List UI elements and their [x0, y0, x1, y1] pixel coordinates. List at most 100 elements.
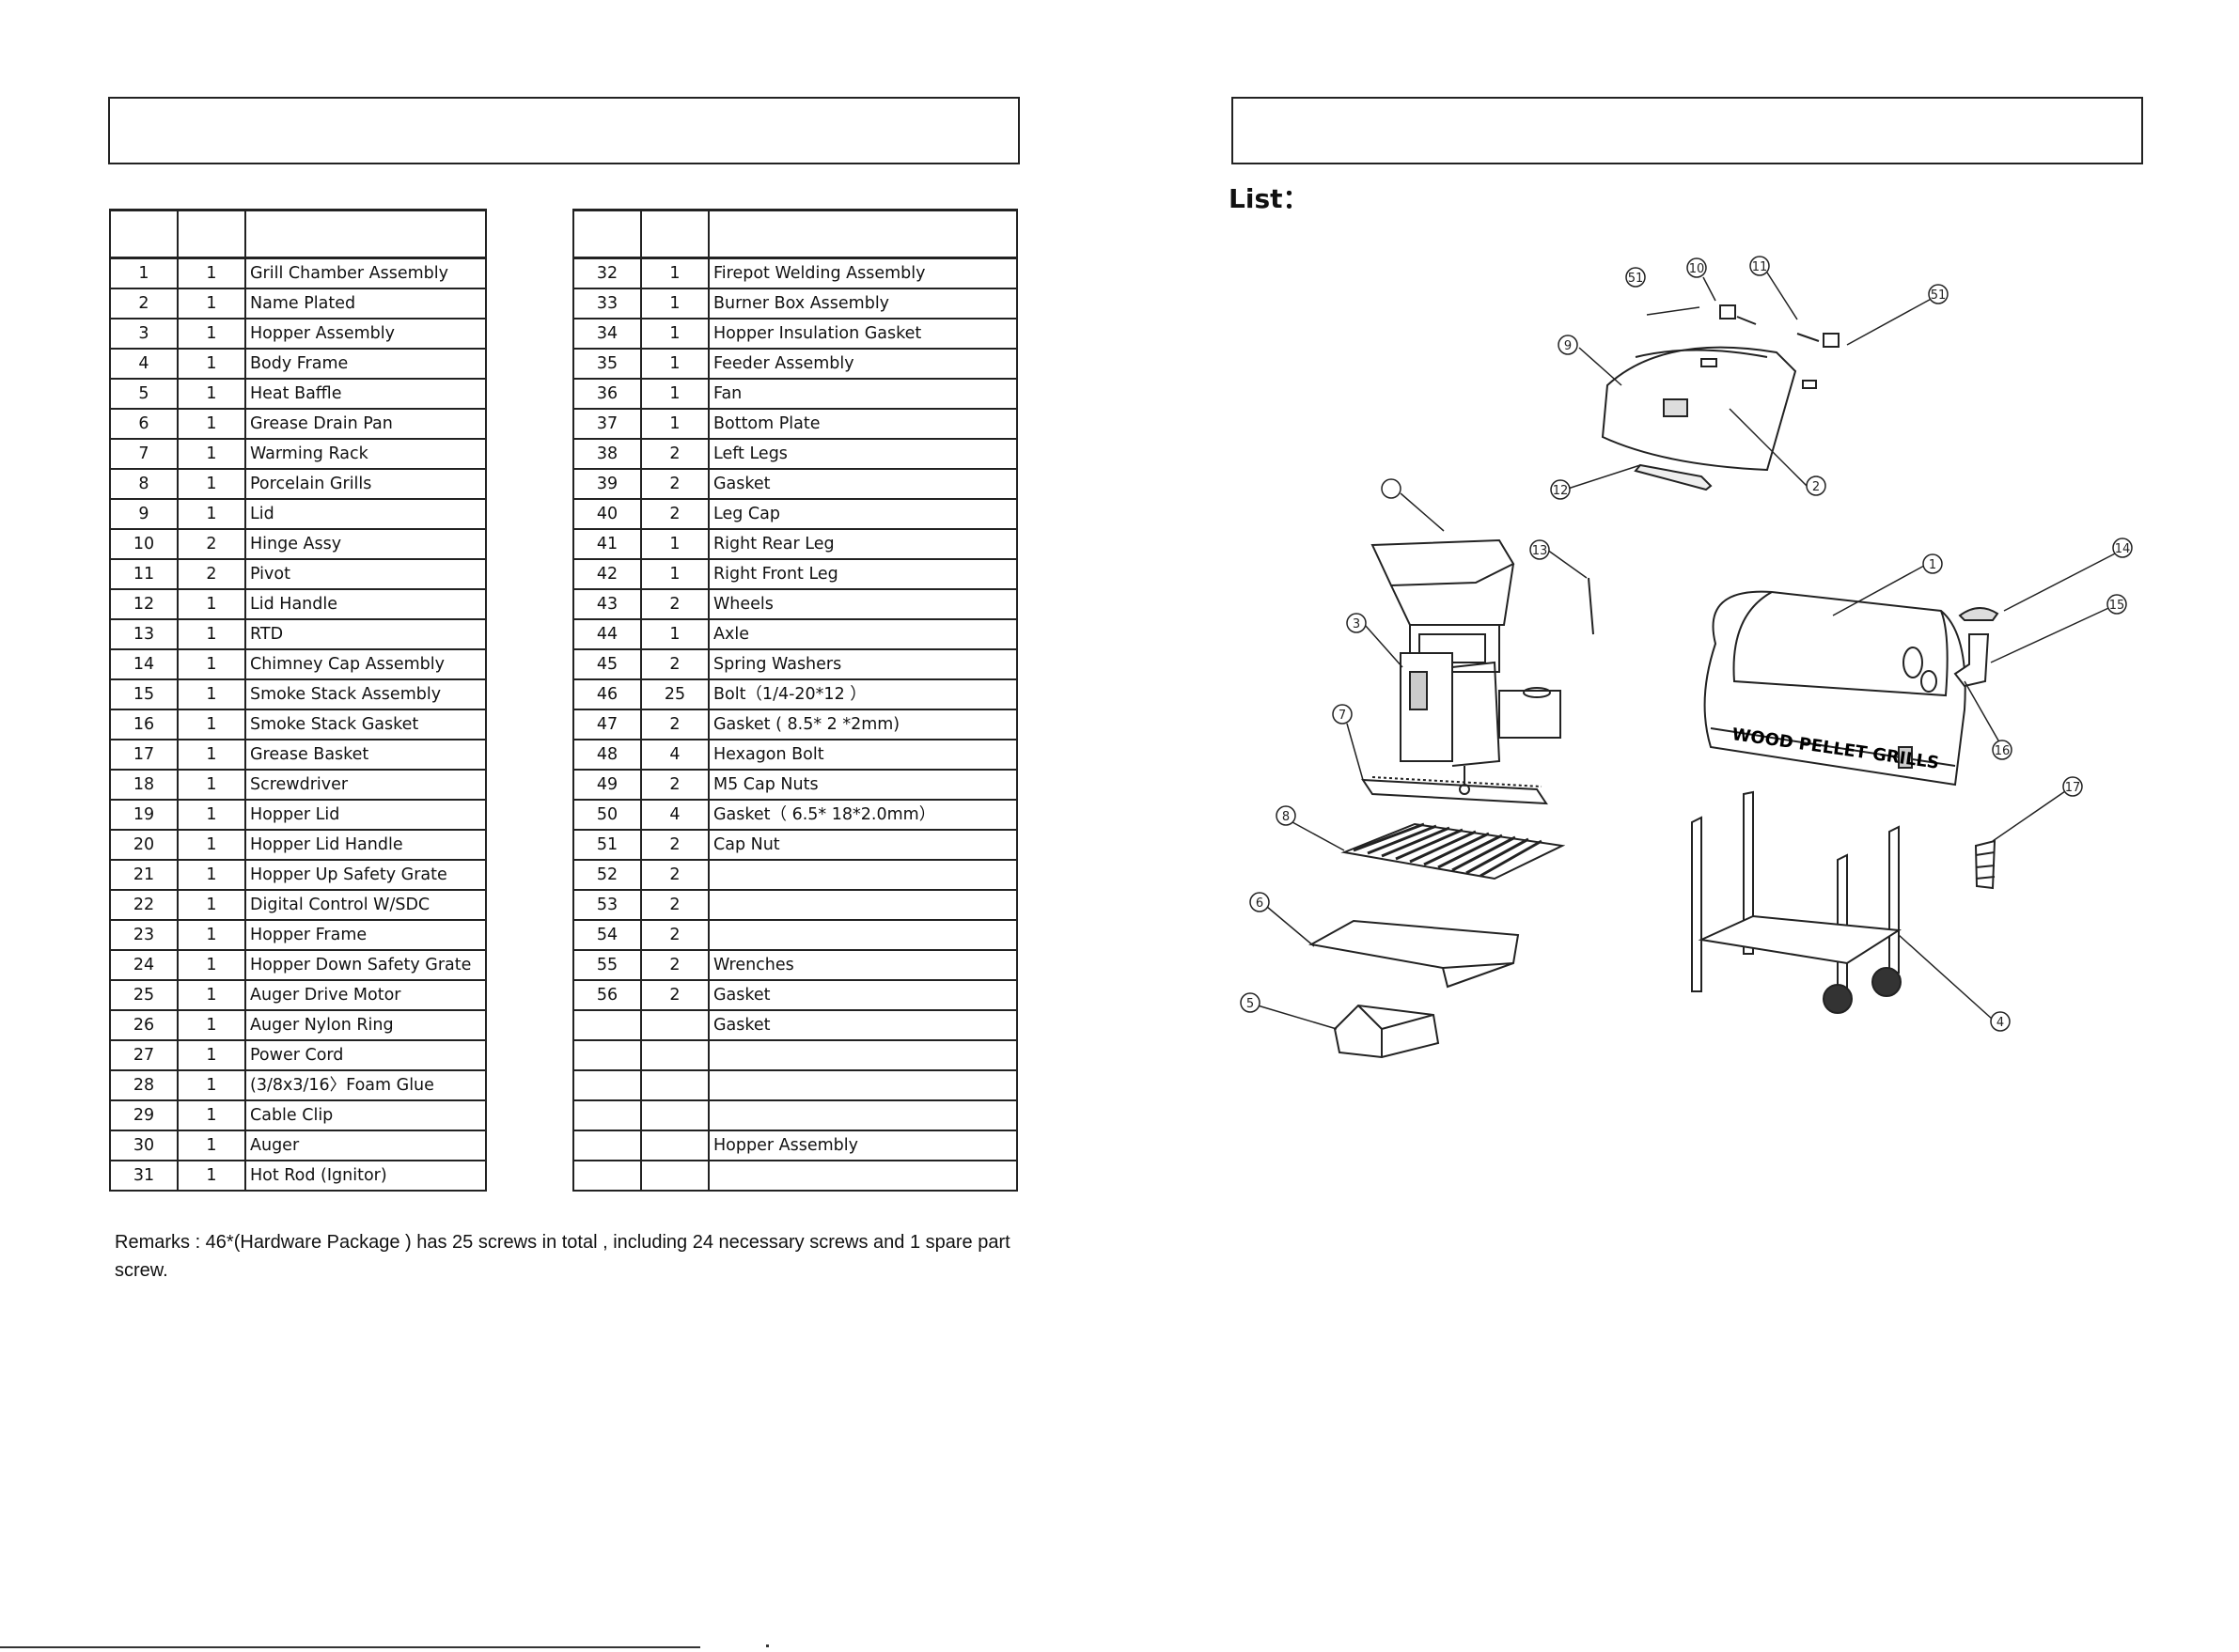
- warming-rack-part: [1361, 776, 1548, 805]
- part-name-cell: Porcelain Grills: [244, 468, 487, 500]
- quantity-cell: 2: [640, 979, 710, 1011]
- part-name-cell: Bolt（1/4-20*12 ）: [708, 678, 1018, 710]
- quantity-cell: 1: [177, 1130, 246, 1161]
- part-number-cell: 35: [572, 348, 642, 380]
- quantity-cell: 1: [640, 408, 710, 440]
- callout-12: 12: [1550, 479, 1571, 500]
- part-number-cell: 40: [572, 498, 642, 530]
- part-name-cell: Bottom Plate: [708, 408, 1018, 440]
- grease-drain-pan-part: [1308, 919, 1520, 989]
- part-name-cell: Heat Baffle: [244, 378, 487, 410]
- part-number-cell: 4: [109, 348, 179, 380]
- part-name-cell: Gasket: [708, 1009, 1018, 1041]
- callout-3: 3: [1346, 613, 1367, 633]
- quantity-cell: [640, 1099, 710, 1131]
- left-title-box: [108, 97, 1020, 164]
- callout-label: 16: [1995, 744, 2011, 758]
- part-name-cell: Right Front Leg: [708, 558, 1018, 590]
- list-label: List：: [1229, 183, 1309, 214]
- part-name-cell: Leg Cap: [708, 498, 1018, 530]
- part-number-cell: 53: [572, 889, 642, 921]
- callout-1: 1: [1922, 553, 1943, 574]
- quantity-cell: 1: [177, 1039, 246, 1071]
- callout-16: 16: [1992, 740, 2012, 760]
- quantity-cell: 2: [640, 438, 710, 470]
- part-name-cell: [708, 889, 1018, 921]
- part-number-cell: 49: [572, 769, 642, 801]
- callout-8: 8: [1276, 805, 1296, 826]
- lid-handle-part: [1634, 463, 1713, 491]
- quantity-cell: 2: [640, 498, 710, 530]
- callout-label: 14: [2115, 542, 2131, 556]
- part-name-cell: Hopper Assembly: [244, 318, 487, 350]
- part-number-cell: 5: [109, 378, 179, 410]
- quantity-cell: 1: [640, 558, 710, 590]
- quantity-cell: 1: [640, 528, 710, 560]
- grease-basket-part: [1974, 839, 1996, 890]
- part-name-cell: Left Legs: [708, 438, 1018, 470]
- header-cell: [572, 209, 642, 259]
- quantity-cell: 1: [177, 588, 246, 620]
- part-number-cell: 38: [572, 438, 642, 470]
- part-name-cell: Chimney Cap Assembly: [244, 648, 487, 680]
- part-name-cell: M5 Cap Nuts: [708, 769, 1018, 801]
- part-number-cell: 8: [109, 468, 179, 500]
- part-number-cell: 21: [109, 859, 179, 891]
- quantity-cell: 2: [640, 648, 710, 680]
- quantity-cell: 1: [177, 979, 246, 1011]
- part-number-cell: 25: [109, 979, 179, 1011]
- quantity-cell: 2: [640, 889, 710, 921]
- part-number-cell: 42: [572, 558, 642, 590]
- hopper-part: [1370, 538, 1561, 795]
- quantity-cell: 1: [640, 288, 710, 319]
- lid-part: [1601, 346, 1817, 472]
- part-name-cell: Body Frame: [244, 348, 487, 380]
- quantity-cell: 2: [640, 588, 710, 620]
- callout-9: 9: [1558, 335, 1578, 355]
- part-name-cell: Axle: [708, 618, 1018, 650]
- part-number-cell: 43: [572, 588, 642, 620]
- part-number-cell: [572, 1039, 642, 1071]
- part-name-cell: Firepot Welding Assembly: [708, 257, 1018, 289]
- table-row: [572, 1160, 1018, 1192]
- part-number-cell: 22: [109, 889, 179, 921]
- part-number-cell: 28: [109, 1069, 179, 1101]
- quantity-cell: 1: [177, 378, 246, 410]
- part-number-cell: 52: [572, 859, 642, 891]
- chimney-cap-part: [1958, 607, 1999, 621]
- quantity-cell: 1: [177, 348, 246, 380]
- quantity-cell: 1: [177, 769, 246, 801]
- part-number-cell: 20: [109, 829, 179, 861]
- quantity-cell: 1: [177, 889, 246, 921]
- quantity-cell: 2: [640, 769, 710, 801]
- quantity-cell: 1: [640, 318, 710, 350]
- quantity-cell: 1: [177, 468, 246, 500]
- part-number-cell: 30: [109, 1130, 179, 1161]
- quantity-cell: 1: [640, 348, 710, 380]
- quantity-cell: [640, 1039, 710, 1071]
- part-name-cell: [708, 1160, 1018, 1192]
- part-number-cell: 13: [109, 618, 179, 650]
- part-name-cell: Wheels: [708, 588, 1018, 620]
- table-row: Gasket: [572, 1009, 1018, 1041]
- part-name-cell: Hopper Frame: [244, 919, 487, 951]
- smoke-stack-part: [1953, 633, 1990, 688]
